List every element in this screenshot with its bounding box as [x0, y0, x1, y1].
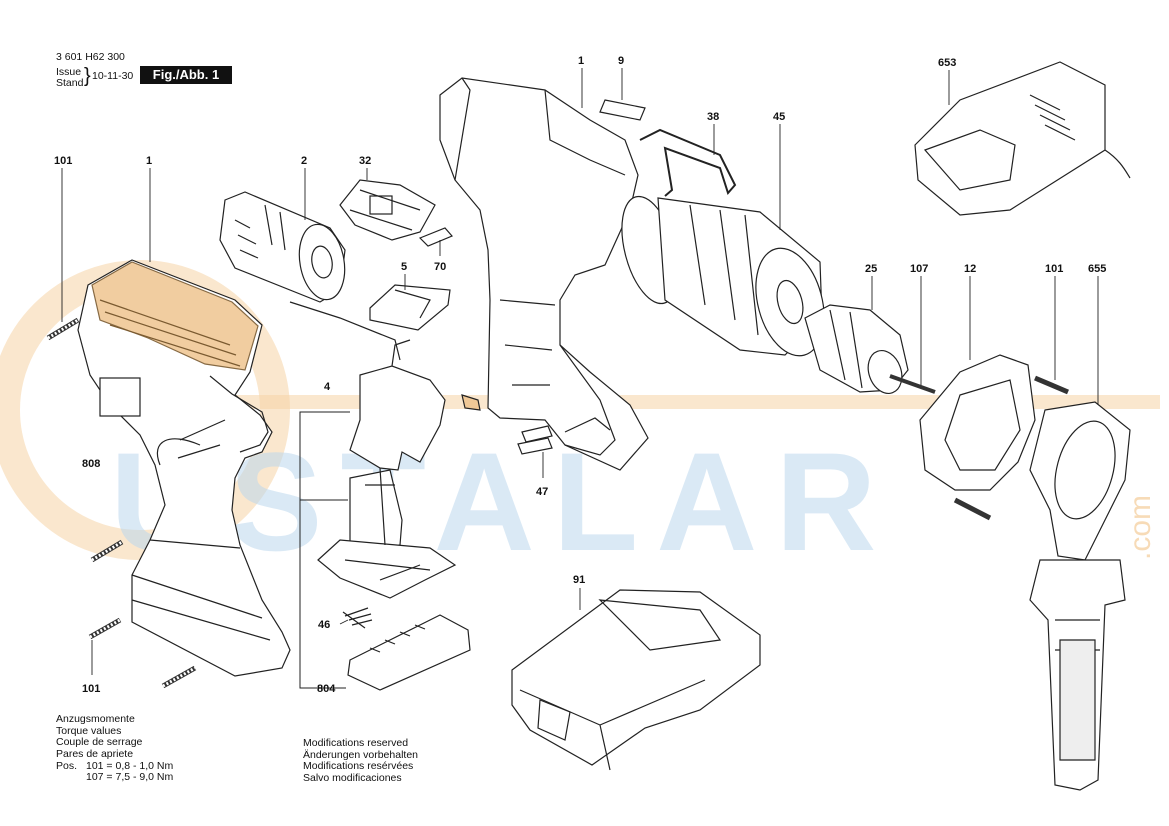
- label-47: 47: [536, 486, 548, 498]
- screw-101-right-upper: [1034, 375, 1069, 395]
- charger-653: [914, 61, 1131, 216]
- torque-line: Torque values: [56, 724, 122, 737]
- label-38: 38: [707, 111, 719, 123]
- spring-46: [342, 607, 373, 629]
- torque-line: Anzugsmomente: [56, 713, 135, 725]
- label-32: 32: [359, 155, 371, 167]
- pos-label: Pos.: [56, 759, 78, 772]
- label-101-top: 101: [54, 155, 72, 167]
- switch-32: [339, 179, 436, 241]
- torque-row-1: 101 = 0,8 - 1,0 Nm: [86, 759, 174, 772]
- label-655: 655: [1088, 263, 1106, 275]
- mounting-ring-12: [919, 354, 1036, 491]
- label-107: 107: [910, 263, 928, 275]
- label-4: 4: [324, 381, 331, 393]
- label-1-top: 1: [578, 55, 584, 67]
- screw-107: [889, 374, 936, 394]
- watermark-suffix: .com: [1124, 495, 1157, 560]
- bracket-4-804: [299, 411, 350, 689]
- housing-left-half: [77, 259, 291, 677]
- screw-101-right-lower: [953, 497, 992, 521]
- label-12: 12: [964, 263, 976, 275]
- modification-notes: Modifications reserved Änderungen vorbeh…: [303, 737, 419, 785]
- label-91: 91: [573, 574, 585, 586]
- part-47: [517, 425, 553, 455]
- label-804: 804: [317, 683, 336, 695]
- label-2: 2: [301, 155, 307, 167]
- gearbox-45: [621, 195, 825, 357]
- part-number: 3 601 H62 300: [56, 51, 125, 63]
- chuck-25: [804, 304, 909, 394]
- label-9: 9: [618, 55, 624, 67]
- label-653: 653: [938, 57, 956, 69]
- modification-line: Salvo modificaciones: [303, 772, 402, 785]
- label-1-left: 1: [146, 155, 152, 167]
- part-number-labels: 101 1 2 32 5 70 4 808 1 9 38 45 653 25 1…: [54, 55, 1106, 695]
- label-70: 70: [434, 261, 446, 273]
- clip-70: [418, 227, 454, 247]
- label-45: 45: [773, 111, 785, 123]
- slider-5: [369, 284, 451, 331]
- housing-right-half: [439, 77, 649, 471]
- modification-line: Modifications resérvées: [303, 760, 414, 773]
- wire-clip-38: [639, 128, 737, 197]
- modification-line: Modifications reserved: [303, 737, 409, 749]
- leader-lines: [61, 68, 1099, 675]
- label-9: [599, 99, 646, 121]
- header-brace: }: [84, 65, 91, 87]
- label-808: 808: [82, 458, 100, 470]
- label-101-bottom: 101: [82, 683, 100, 695]
- issue-label: Issue: [56, 66, 82, 78]
- figure-label: Fig./Abb. 1: [140, 66, 232, 84]
- label-25: 25: [865, 263, 877, 275]
- label-101-right: 101: [1045, 263, 1063, 275]
- label-46: 46: [318, 619, 330, 631]
- torque-row-2: 107 = 7,5 - 9,0 Nm: [86, 771, 174, 784]
- stand-label: Stand: [56, 77, 84, 89]
- modification-line: Änderungen vorbehalten: [303, 748, 419, 761]
- auxiliary-handle-655: [1029, 401, 1131, 791]
- issue-date: 10-11-30: [92, 70, 134, 82]
- torque-line: Pares de apriete: [56, 748, 134, 761]
- contact-plate-804: [347, 614, 471, 691]
- torque-notes: Anzugsmomente Torque values Couple de se…: [56, 713, 173, 784]
- label-5: 5: [401, 261, 407, 273]
- electronics-module-4: [317, 339, 457, 599]
- screws-101-left: [46, 317, 197, 689]
- motor: [219, 191, 401, 361]
- battery-91: [511, 589, 761, 771]
- torque-line: Couple de serrage: [56, 736, 143, 749]
